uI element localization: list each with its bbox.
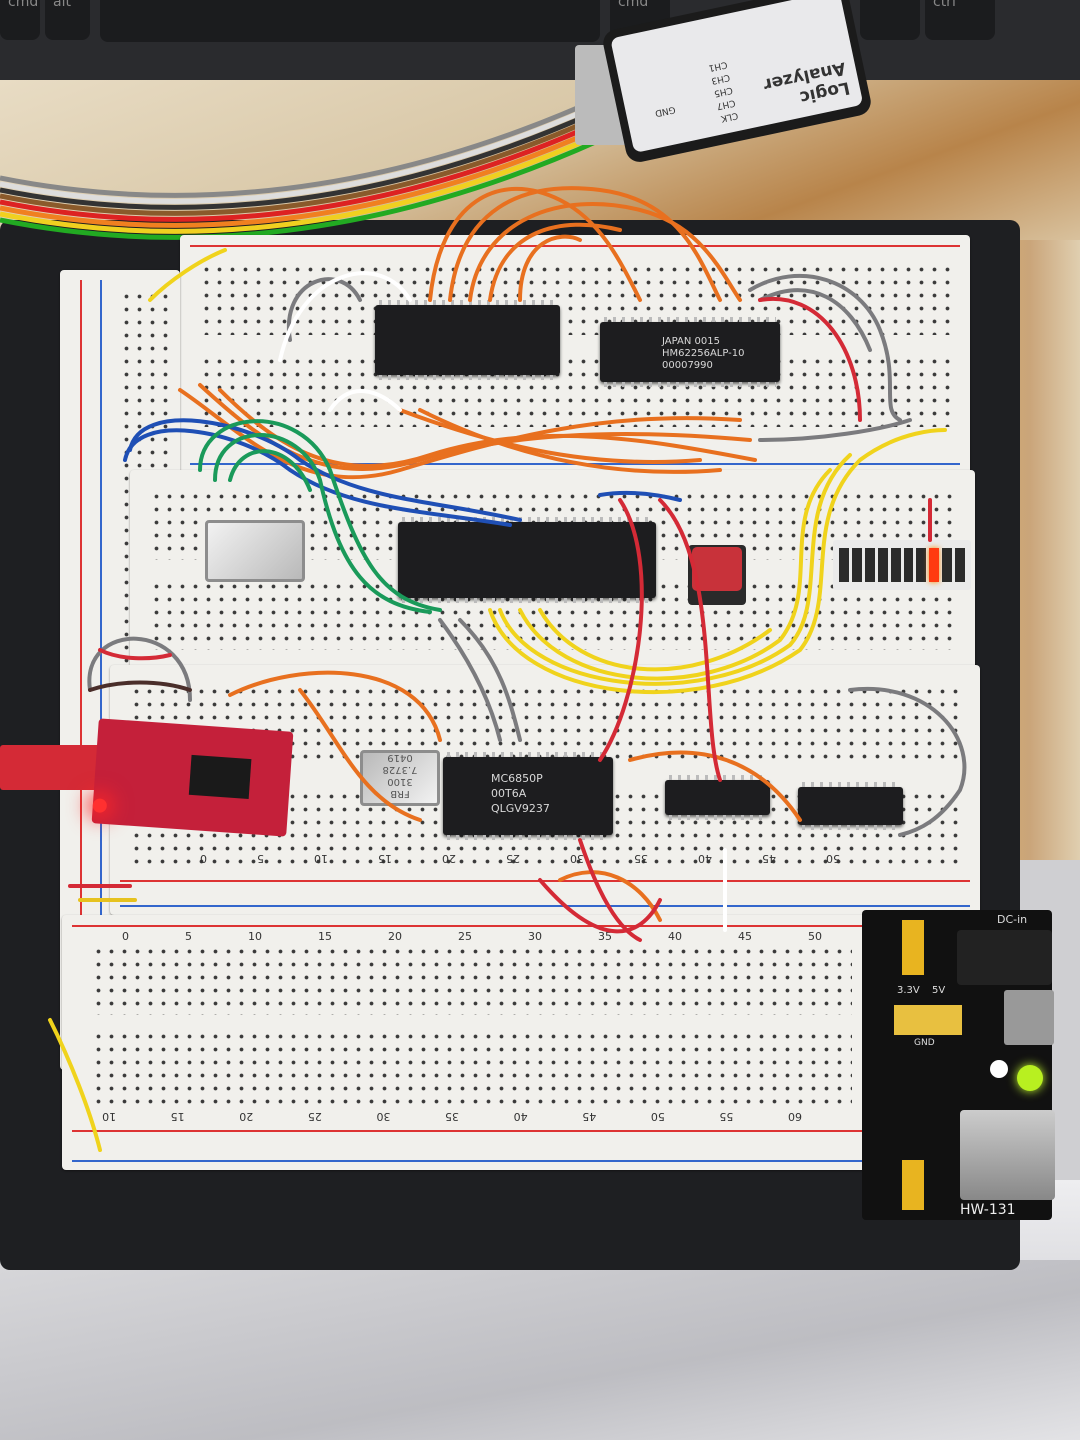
- acia-chip-mc6850: MC6850P 00T6A QLGV9237: [443, 752, 613, 840]
- column-number: 30: [528, 930, 542, 943]
- led-segment: [955, 548, 966, 582]
- ram-chip-hm62256: JAPAN 0015 HM62256ALP-10 00007990: [600, 317, 780, 387]
- key-ctrl: ctrl: [925, 0, 995, 40]
- chip-label: JAPAN 0015: [662, 336, 720, 347]
- column-number: 50: [808, 930, 822, 943]
- logic-chip: [798, 782, 903, 830]
- chip-label: QLGV9237: [491, 802, 550, 815]
- led-segment: [903, 548, 914, 582]
- chip-label: 00007990: [662, 360, 713, 371]
- ribbon-cable: [0, 95, 602, 240]
- jumper[interactable]: [902, 920, 924, 975]
- cpu-chip: [398, 517, 656, 603]
- gray-wires: [87, 274, 967, 837]
- power-switch[interactable]: [1004, 990, 1054, 1045]
- chip-label: 00T6A: [491, 787, 527, 800]
- column-number: 0: [122, 930, 129, 943]
- power-supply-module: DC-in 3.3V 5V GND HW-131: [862, 910, 1055, 1220]
- column-numbers: 0 5 10 15 20 25 30 35 40 45 50: [122, 930, 822, 943]
- hole-grid: [200, 355, 950, 427]
- led-segment: [929, 548, 940, 582]
- dc-in-label: DC-in: [997, 913, 1028, 926]
- keyboard: cmd alt cmd ctrl: [0, 0, 1080, 95]
- chip-label: HM62256ALP-10: [662, 348, 745, 359]
- led-segment: [916, 548, 927, 582]
- v5-label: 5V: [932, 985, 946, 996]
- hole-grid: [92, 945, 852, 1015]
- column-number: 20: [388, 930, 402, 943]
- white-wires: [278, 271, 727, 932]
- column-number: 35: [598, 930, 612, 943]
- key-cmd: cmd: [0, 0, 40, 40]
- led-segment: [839, 548, 849, 582]
- power-led: [92, 798, 108, 814]
- power-led: [1017, 1065, 1043, 1091]
- eeprom-chip: [375, 300, 560, 380]
- column-number: 10: [248, 930, 262, 943]
- led-segment: [851, 548, 862, 582]
- button[interactable]: [990, 1060, 1008, 1078]
- yellow-wires: [48, 248, 947, 1152]
- column-number: 25: [458, 930, 472, 943]
- led-segment: [864, 548, 875, 582]
- usb-cable: [0, 745, 110, 790]
- dc-jack: [957, 930, 1052, 985]
- gnd-label: GND: [914, 1038, 935, 1048]
- chip-label: MC6850P: [491, 772, 543, 785]
- ftdi-usb-serial-board: [91, 718, 294, 837]
- model-label: HW-131: [960, 1202, 1016, 1218]
- hole-grid: [92, 1030, 852, 1105]
- column-number: 40: [668, 930, 682, 943]
- column-number: 15: [318, 930, 332, 943]
- pin-header: [894, 1005, 962, 1035]
- key-alt: alt: [45, 0, 90, 40]
- blue-wires: [123, 418, 682, 527]
- red-wires: [68, 296, 932, 942]
- column-number: 5: [185, 930, 192, 943]
- ftdi-chip: [188, 754, 252, 799]
- v33-label: 3.3V: [897, 985, 920, 996]
- jumper[interactable]: [902, 1160, 924, 1210]
- led-segment: [890, 548, 901, 582]
- led-bar-graph: [833, 540, 971, 590]
- led-segment: [877, 548, 888, 582]
- cloth: [0, 1260, 1080, 1440]
- led-segment: [942, 548, 953, 582]
- oscillator-crystal: [205, 520, 305, 582]
- green-wires: [198, 419, 442, 614]
- key-right: [860, 0, 920, 40]
- key-space: [100, 0, 600, 42]
- column-number: 45: [738, 930, 752, 943]
- brown-wire: [88, 680, 192, 692]
- usb-port[interactable]: [960, 1110, 1055, 1200]
